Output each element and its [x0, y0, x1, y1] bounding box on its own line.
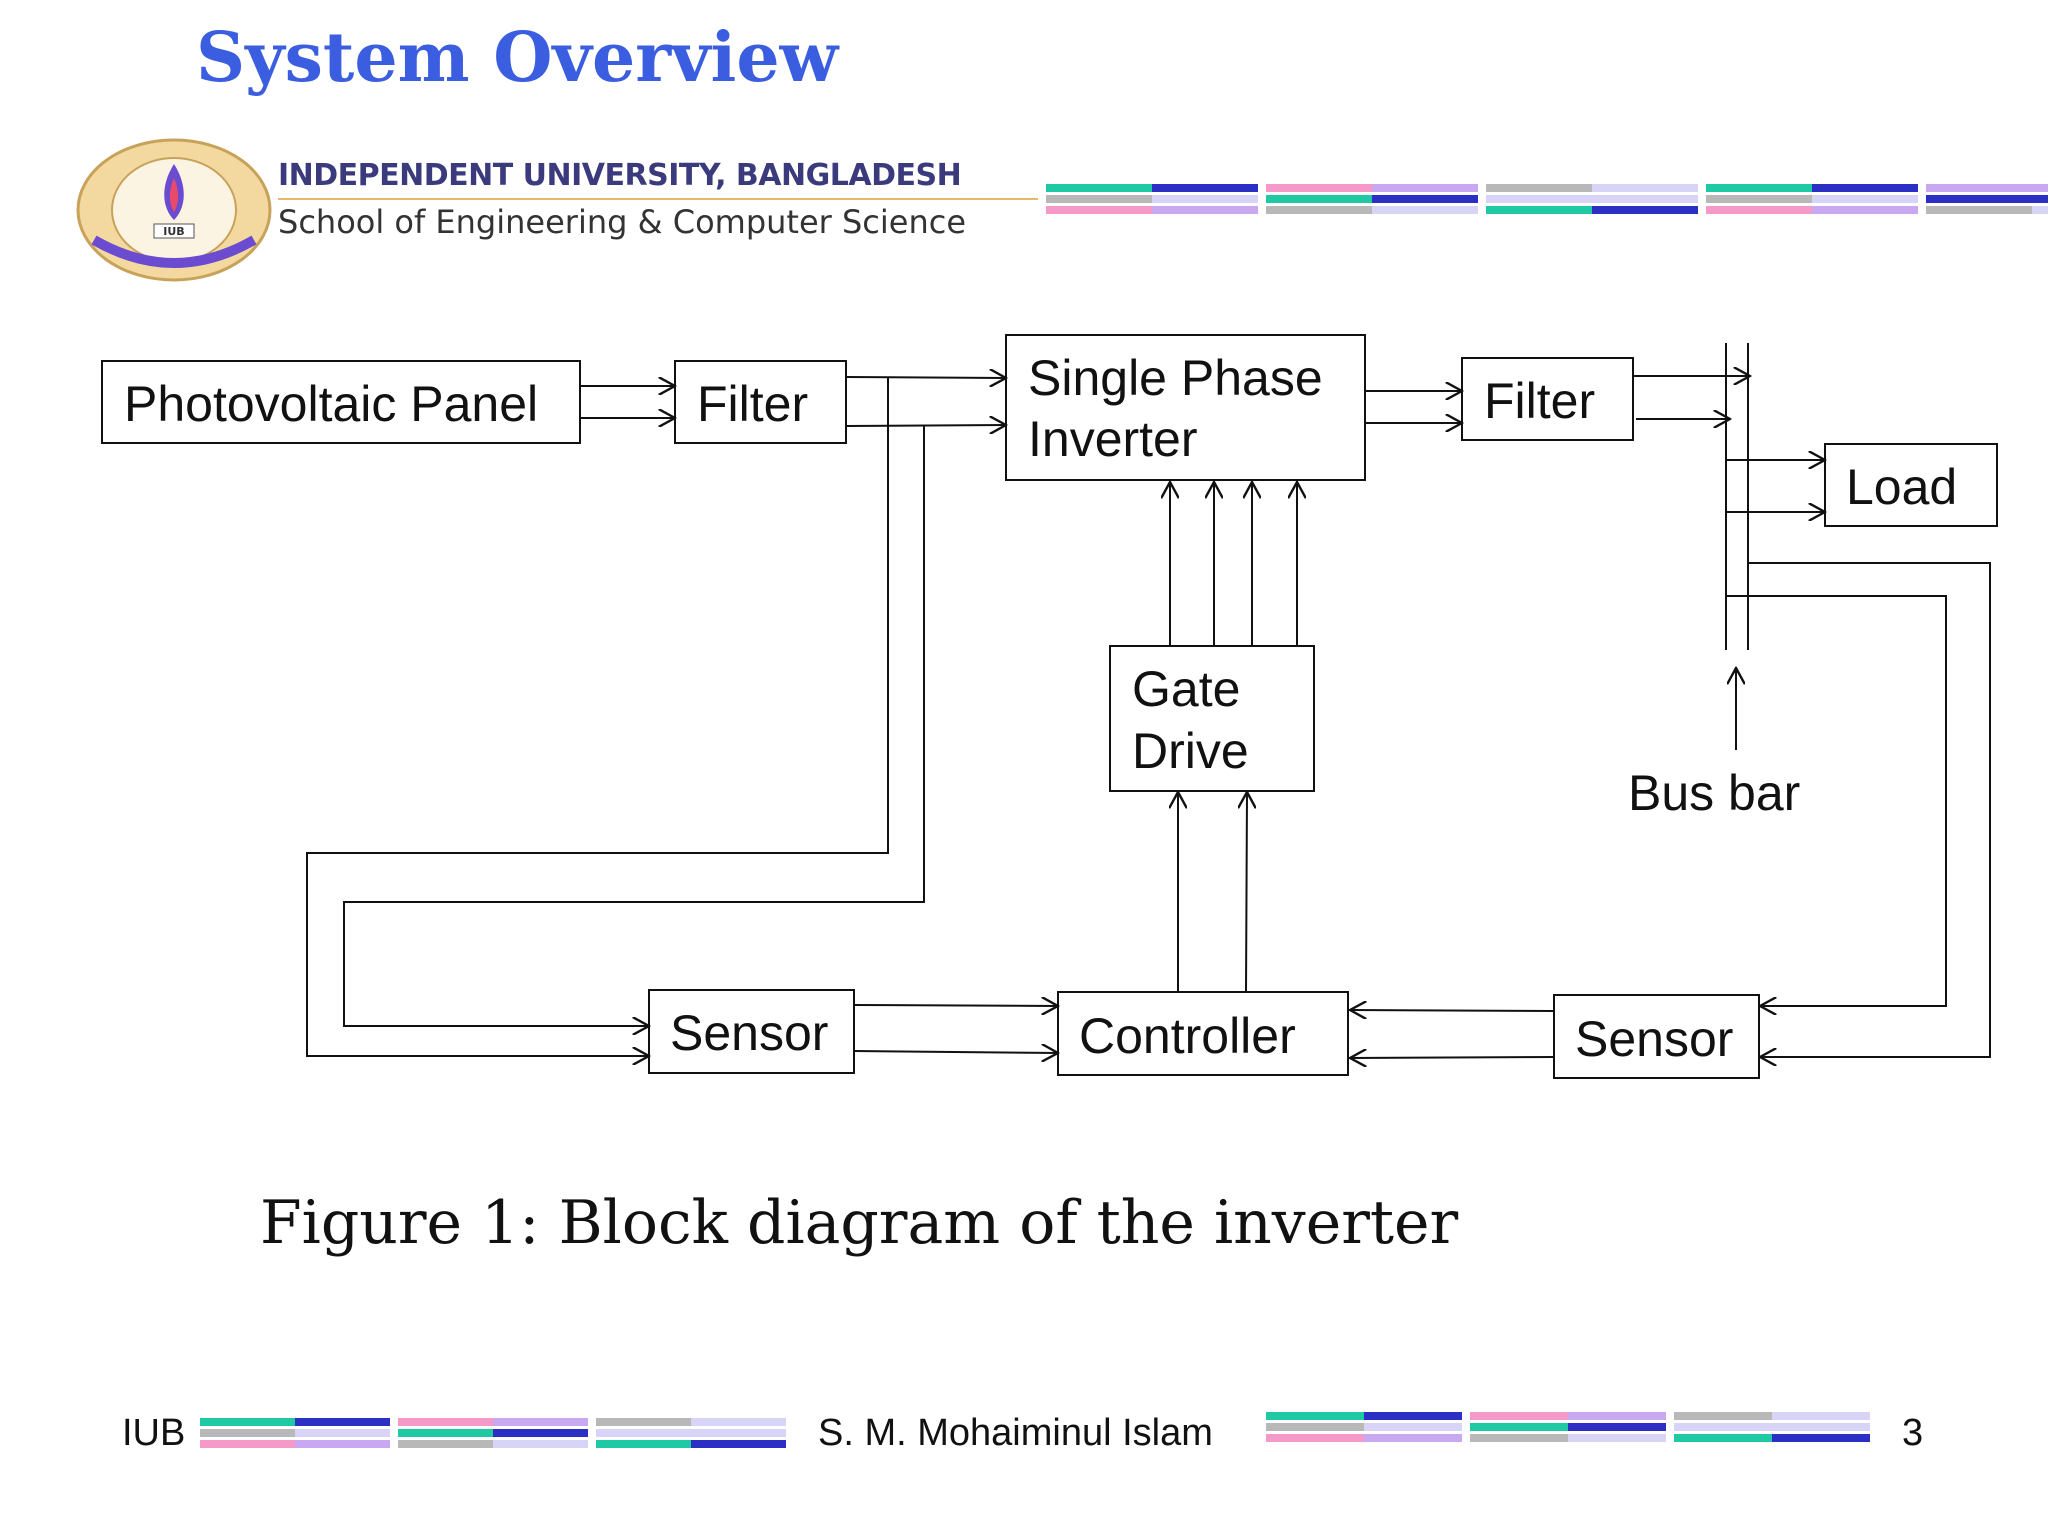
decorative-stripe-block: [1674, 1412, 1870, 1442]
sensor2-to-controller-arrow-1: [1350, 1010, 1555, 1011]
decorative-stripe-block: [1706, 184, 1918, 214]
single-phase-inverter-block: [1005, 334, 1366, 481]
university-logo: IUB: [76, 138, 272, 282]
decorative-stripe-block: [1266, 184, 1478, 214]
footer-left-label: IUB: [122, 1412, 186, 1454]
inverter-label-line1: Single Phase: [1028, 350, 1323, 406]
output-feedback-line-2: [1748, 562, 1991, 1057]
sensor-to-controller-arrow-1: [853, 1005, 1058, 1006]
output-feedback-line-1: [1726, 595, 1947, 1006]
filter-output-label: Filter: [1484, 373, 1595, 429]
decorative-stripe-block: [1486, 184, 1698, 214]
sensor-block-output: [1553, 994, 1760, 1079]
inverter-label-line2: Inverter: [1028, 411, 1198, 467]
decorative-stripe-block: [200, 1418, 390, 1448]
filter-to-inverter-arrow-1: [845, 377, 1006, 378]
university-name: INDEPENDENT UNIVERSITY, BANGLADESH: [278, 158, 962, 193]
footer-stripes-left: [200, 1418, 786, 1448]
gate-drive-label-line1: Gate: [1132, 661, 1240, 717]
decorative-stripe-block: [398, 1418, 588, 1448]
filter-block-input: [674, 360, 847, 444]
sensor-output-label: Sensor: [1575, 1011, 1733, 1067]
sensor-input-label: Sensor: [670, 1005, 828, 1061]
gate-drive-label-line2: Drive: [1132, 723, 1249, 779]
footer-stripes-right: [1266, 1412, 1870, 1442]
figure-caption: Figure 1: Block diagram of the inverter: [260, 1188, 1459, 1258]
decorative-stripe-block: [1266, 1412, 1462, 1442]
decorative-stripe-block: [596, 1418, 786, 1448]
header-underline: [278, 198, 1038, 200]
input-feedback-line-2: [343, 426, 925, 1026]
footer-author: S. M. Mohaiminul Islam: [818, 1412, 1213, 1454]
gate-drive-block: [1109, 645, 1315, 792]
load-label: Load: [1846, 459, 1957, 515]
input-feedback-line-1: [306, 377, 889, 1056]
decorative-stripe-block: [1470, 1412, 1666, 1442]
controller-label: Controller: [1079, 1008, 1296, 1064]
photovoltaic-panel-block: [101, 360, 581, 444]
slide-title: System Overview: [196, 18, 839, 98]
decorative-stripe-block: [1926, 184, 2048, 214]
load-block: [1824, 443, 1998, 527]
controller-to-gate-arrow-2: [1246, 792, 1247, 993]
bus-bar-label: Bus bar: [1628, 765, 1800, 821]
controller-block: [1057, 991, 1349, 1076]
logo-text: IUB: [163, 225, 184, 238]
filter-to-inverter-arrow-2: [845, 425, 1006, 426]
photovoltaic-panel-label: Photovoltaic Panel: [124, 376, 538, 432]
sensor-to-controller-arrow-2: [853, 1051, 1058, 1053]
decorative-stripe-block: [1046, 184, 1258, 214]
school-name: School of Engineering & Computer Science: [278, 203, 967, 241]
page-number: 3: [1902, 1412, 1924, 1454]
header-stripes: [1046, 184, 2048, 214]
sensor2-to-controller-arrow-2: [1350, 1057, 1555, 1058]
filter-input-label: Filter: [697, 376, 808, 432]
